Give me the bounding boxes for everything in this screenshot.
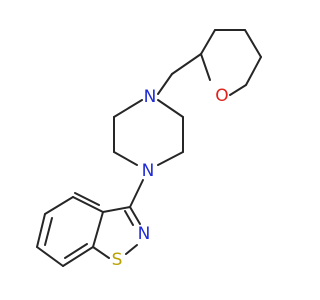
bond [92,211,104,248]
benzisothiazole-ring-system [36,192,141,267]
atom-label-nitrogen-bottom: N [142,161,155,181]
atom-label-nitrogen-top: N [144,87,157,107]
atom-label-isothiazole-nitrogen: N [138,224,151,244]
atom-label-sulfur: S [112,250,123,270]
bond [62,246,94,267]
bond [229,84,247,96]
bond [200,53,211,81]
bond [92,246,110,259]
bond [44,217,53,246]
bond [44,196,74,215]
bond [64,243,88,259]
bond [171,53,202,75]
bond [157,73,173,95]
bond [129,179,144,208]
bond [36,246,64,267]
bond [124,210,134,226]
molecule-structure-diagram: N O N N S [36,29,262,270]
bond [113,99,143,118]
bond [36,213,46,248]
bond [200,29,216,55]
bond [157,151,184,166]
bond [72,196,104,213]
piperazine-ring [113,99,184,166]
bond [102,206,131,213]
atom-label-oxygen: O [215,86,228,106]
bond [74,192,100,206]
bond [157,99,184,118]
tetrahydropyran-ring [200,29,262,96]
bond [113,151,138,166]
methylene-linker [157,53,202,95]
bond [129,206,141,225]
bond [245,56,262,86]
bond [125,244,138,255]
bond [244,29,262,58]
